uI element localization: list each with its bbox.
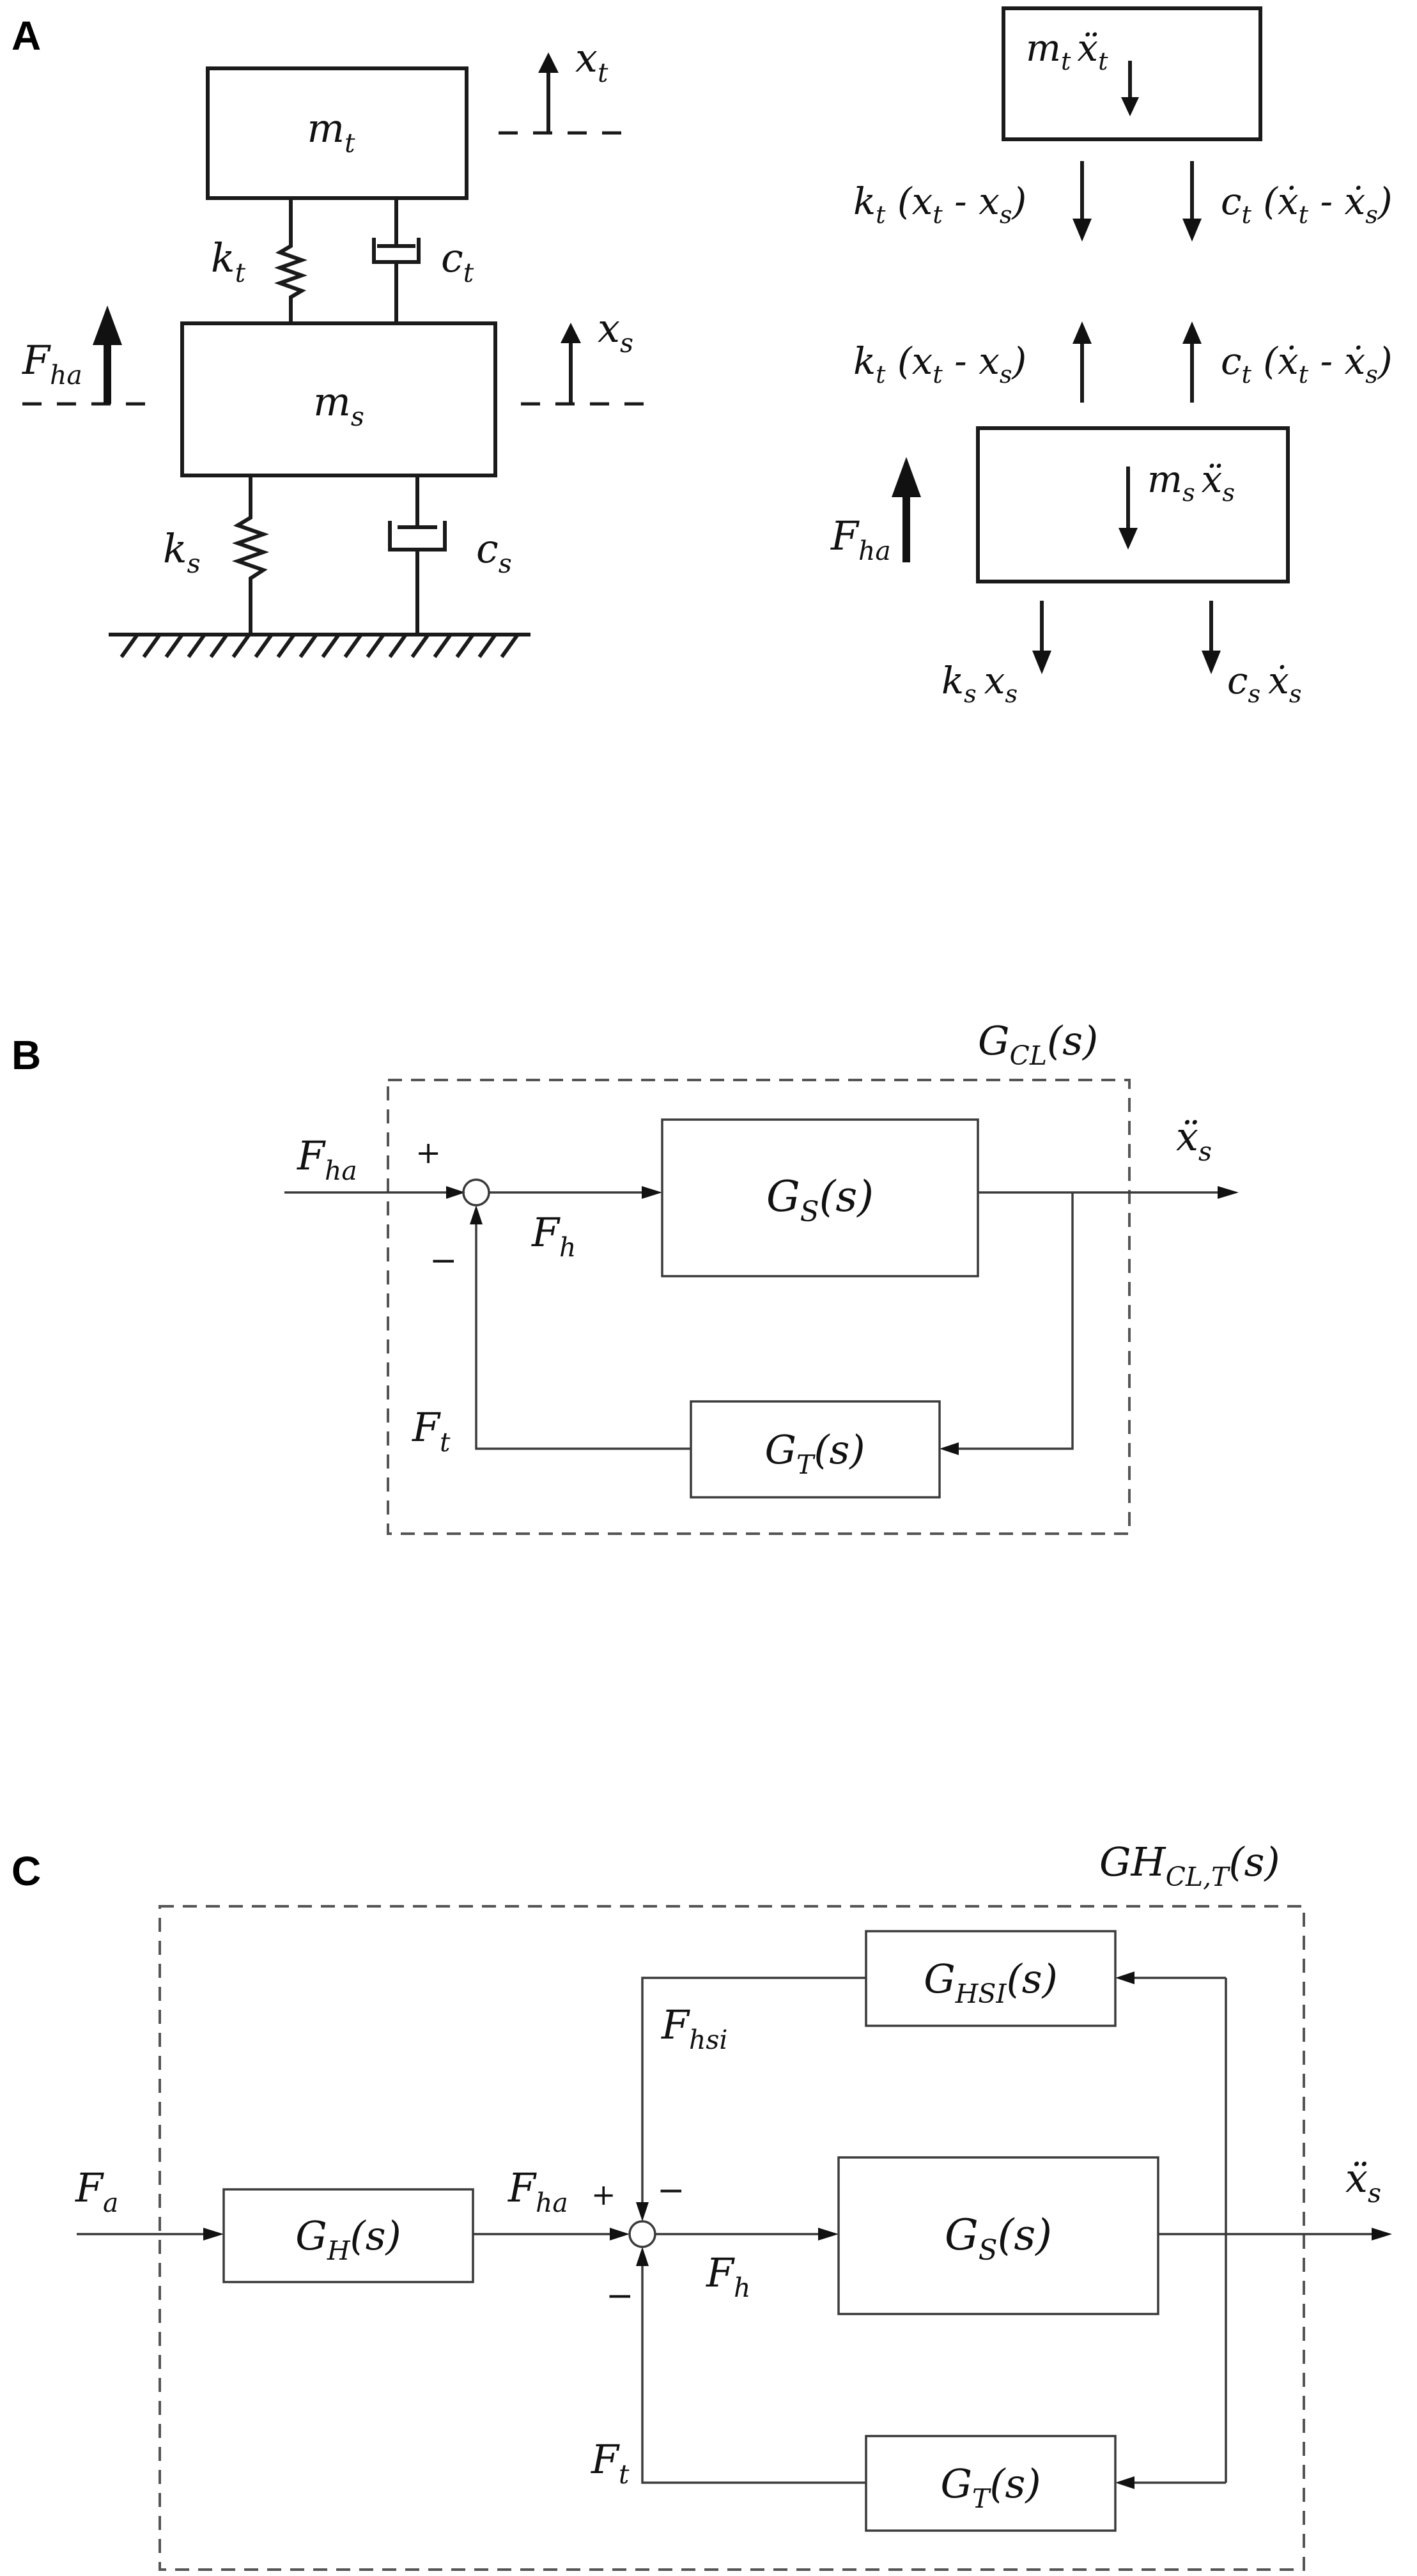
- hsi-block-label: GHSI(s): [924, 1955, 1058, 2009]
- outer-group-box: [159, 1905, 1305, 2571]
- c-feedback-block-label: GT(s): [940, 2460, 1041, 2514]
- output-signal-label: ẍs: [1176, 1113, 1212, 1167]
- fbd-applied-force-label: Fha: [830, 513, 891, 566]
- c-input-arrowhead: [203, 2228, 224, 2241]
- input-signal-label: Fha: [297, 1132, 357, 1186]
- hsi-block: [865, 1930, 1117, 2027]
- displacement-seat-label: xs: [598, 305, 633, 359]
- c-feedback-return-line: [641, 2264, 866, 2484]
- spring-top: [274, 198, 308, 323]
- c-feedback-signal-label: Ft: [591, 2436, 630, 2490]
- mass-seat-label: ms: [313, 378, 364, 432]
- human-block-label: GH(s): [295, 2212, 401, 2266]
- displacement-seat-arrow: [521, 323, 658, 406]
- c-mid-signal-label: Fha: [507, 2164, 568, 2218]
- feedback-return-arrowhead: [470, 1205, 483, 1224]
- damper-top: [372, 198, 421, 323]
- c-sum-plus-sign: +: [591, 2177, 616, 2212]
- c-feedback-input-arrowhead: [1115, 2476, 1134, 2489]
- output-arrowhead: [1218, 1186, 1239, 1199]
- feedback-block: [690, 1400, 941, 1499]
- feedback-path-line: [956, 1192, 1074, 1450]
- fbd-damper-force-down-arrow: [1182, 161, 1202, 242]
- applied-force-arrow: [22, 305, 157, 406]
- c-output-label: ẍs: [1345, 2155, 1381, 2209]
- hsi-signal-label: Fhsi: [661, 2001, 727, 2055]
- damper-bottom: [388, 475, 447, 635]
- mass-seat-box: [180, 321, 497, 477]
- displacement-top-label: xt: [575, 35, 608, 88]
- feedback-signal-label: Ft: [412, 1404, 451, 1458]
- mass-top-label: mt: [307, 105, 355, 158]
- hsi-return-arrowhead: [636, 2202, 649, 2221]
- spring-top-label: kt: [211, 235, 246, 288]
- c-plant-block-label: GS(s): [945, 2210, 1052, 2267]
- fbd-applied-force-arrow: [892, 457, 921, 562]
- sum-plus-sign: +: [415, 1135, 441, 1171]
- fbd-damper-force-top-label: ct (ẋt - ẋs): [1221, 180, 1393, 229]
- c-feedback-return-arrowhead: [636, 2247, 649, 2266]
- plant-block: [661, 1118, 979, 1277]
- c-sum-minus-bottom-sign: −: [606, 2277, 634, 2315]
- c-plant-block: [837, 2156, 1159, 2315]
- c-input-label: Fa: [75, 2164, 118, 2218]
- feedback-arrowhead: [940, 1442, 959, 1455]
- fbd-bottom-damper-arrow: [1202, 601, 1221, 674]
- closed-loop-group-label: GCL(s): [978, 1017, 1098, 1071]
- input-arrowhead: [446, 1186, 465, 1199]
- closed-loop-group-box: [387, 1079, 1131, 1535]
- plant-input-arrowhead: [642, 1186, 662, 1199]
- hsi-input-arrowhead: [1115, 1971, 1134, 1984]
- fbd-spring-force-top-label: kt (xt - xs): [853, 180, 1026, 229]
- c-sum-output-label: Fh: [706, 2249, 750, 2303]
- hsi-return-line: [641, 1977, 866, 2205]
- spring-bottom-label: ks: [163, 525, 201, 579]
- sum-output-label: Fh: [531, 1209, 576, 1263]
- feedback-return-line: [475, 1221, 691, 1450]
- spring-bottom: [231, 475, 270, 635]
- outer-group-label: GHCL,T(s): [1099, 1839, 1280, 1892]
- applied-force-label: Fha: [22, 337, 82, 390]
- fbd-top-inertia-arrow: [1121, 61, 1139, 116]
- fbd-bottom-spring-arrow: [1032, 601, 1051, 674]
- fbd-spring-force-seat-label: kt (xt - xs): [853, 339, 1026, 389]
- c-output-arrowhead: [1372, 2228, 1392, 2241]
- fbd-seat-mass-box: [976, 426, 1290, 583]
- fbd-spring-force-up-arrow: [1072, 321, 1092, 403]
- human-block: [222, 2188, 474, 2283]
- c-feedback-block: [865, 2435, 1117, 2532]
- damper-top-label: ct: [441, 235, 474, 288]
- mass-top-box: [206, 66, 468, 200]
- panel-b: B GCL(s) Fha + − Fh GS(s) ẍs GT(s) Ft: [12, 1017, 1239, 1535]
- ground: [109, 633, 530, 658]
- c-summing-junction: [628, 2220, 656, 2248]
- panel-c: C GHCL,T(s) Fa GH(s) Fha + − − Fh GS(s) …: [12, 1839, 1392, 2571]
- c-plant-input-arrowhead: [818, 2228, 839, 2241]
- panel-a-label: A: [12, 13, 41, 59]
- summing-junction: [462, 1178, 490, 1207]
- fbd-spring-force-down-arrow: [1072, 161, 1092, 242]
- c-sum-minus-top-sign: −: [657, 2171, 685, 2210]
- fbd-damper-force-up-arrow: [1182, 321, 1202, 403]
- panel-c-label: C: [12, 1848, 41, 1894]
- damper-bottom-label: cs: [476, 525, 512, 579]
- fbd-damper-force-seat-label: ct (ẋt - ẋs): [1221, 339, 1393, 389]
- panel-a: A mt ms kt ct ks: [12, 6, 1393, 709]
- sum-input-arrowhead: [610, 2228, 630, 2241]
- sum-minus-sign: −: [430, 1242, 458, 1280]
- fbd-seat-inertia-arrow: [1119, 467, 1138, 550]
- displacement-top-arrow: [499, 52, 633, 135]
- feedback-block-label: GT(s): [764, 1426, 865, 1480]
- plant-block-label: GS(s): [766, 1172, 874, 1228]
- panel-b-label: B: [12, 1032, 41, 1078]
